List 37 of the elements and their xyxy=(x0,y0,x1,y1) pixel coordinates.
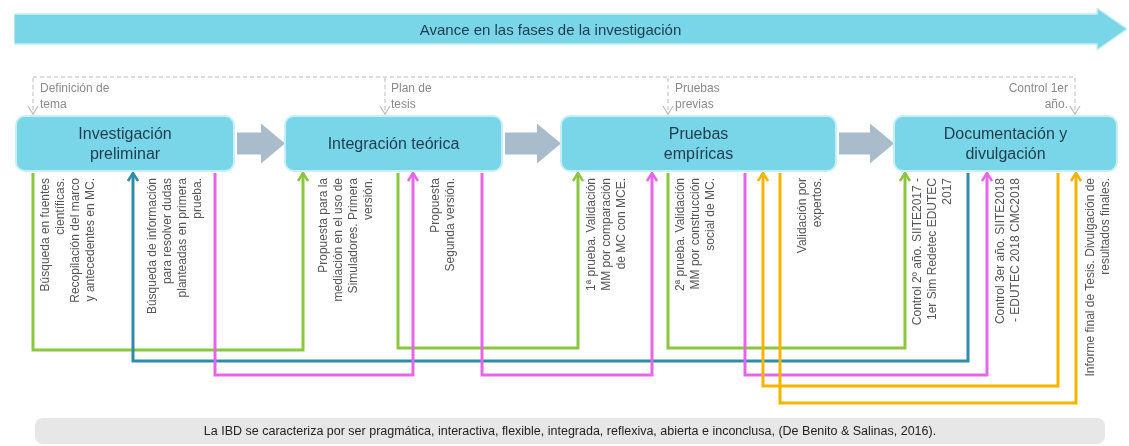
vertical-note: 2ª prueba. Validación MM por construcción social de MC. xyxy=(673,178,718,293)
connector-arrow xyxy=(778,171,1083,405)
vertical-note: Control 3er año. SIITE2018 - EDUTEC 2018 CMC2018 xyxy=(993,178,1023,327)
phase-box: Integración teórica xyxy=(284,115,503,172)
connector-arrow xyxy=(480,171,659,377)
edge-label: Pruebas previas xyxy=(675,80,721,112)
block-arrow xyxy=(505,123,561,164)
phase-box: Pruebas empíricas xyxy=(560,115,837,172)
vertical-note: Búsqueda de información para resolver dudas planteadas en primera prueba. xyxy=(145,178,205,317)
caption-bar: La IBD se caracteriza por ser pragmática, interactiva, flexible, integrada, reflexiva, abierta e inconclusa, (De Benito & Salinas, 2016). xyxy=(35,418,1105,444)
block-arrow xyxy=(237,123,285,164)
block-arrow xyxy=(839,123,894,164)
band-label: Avance en las fases de la investigación xyxy=(419,20,682,38)
connector-arrow xyxy=(31,171,310,352)
edge-label: Definición de tema xyxy=(40,80,110,112)
dashed-arrow xyxy=(27,77,39,115)
vertical-note: Propuesta Segunda versión. xyxy=(428,178,458,274)
connector-arrow xyxy=(396,171,585,350)
vertical-note: Control 2º año. SIITE2017 - 1er Sim Redetec EDUTEC 2017 xyxy=(910,178,955,328)
edge-label: Plan de tesis xyxy=(391,80,433,112)
dashed-arrow xyxy=(662,77,674,115)
phase-box: Investigación preliminar xyxy=(15,115,235,172)
connector-arrow xyxy=(756,171,1060,388)
vertical-note: Búsqueda en fuentes científicas. Recopilación del marco y antecedentes en MC. xyxy=(38,178,98,303)
connector-arrow xyxy=(743,171,994,377)
phase-box: Documentación y divulgación xyxy=(893,115,1118,172)
dashed-arrow xyxy=(379,77,391,115)
vertical-note: Validación por expertos. xyxy=(795,178,825,256)
connector-arrow xyxy=(666,171,912,350)
edge-label: Control 1er año. xyxy=(1008,80,1068,112)
connector-arrow xyxy=(213,171,420,377)
vertical-note: 1ª prueba. Validación MM por comparación de MC con MCE. xyxy=(584,178,629,293)
dashed-arrow xyxy=(1069,77,1081,115)
vertical-note: Informe final de Tesis. Divulgación de resultados finales. xyxy=(1083,178,1113,379)
vertical-note: Propuesta para la mediación en el uso de Simuladores. Primera versión. xyxy=(316,178,376,304)
connector-arrow xyxy=(126,171,970,363)
progress-arrow xyxy=(14,8,1127,50)
